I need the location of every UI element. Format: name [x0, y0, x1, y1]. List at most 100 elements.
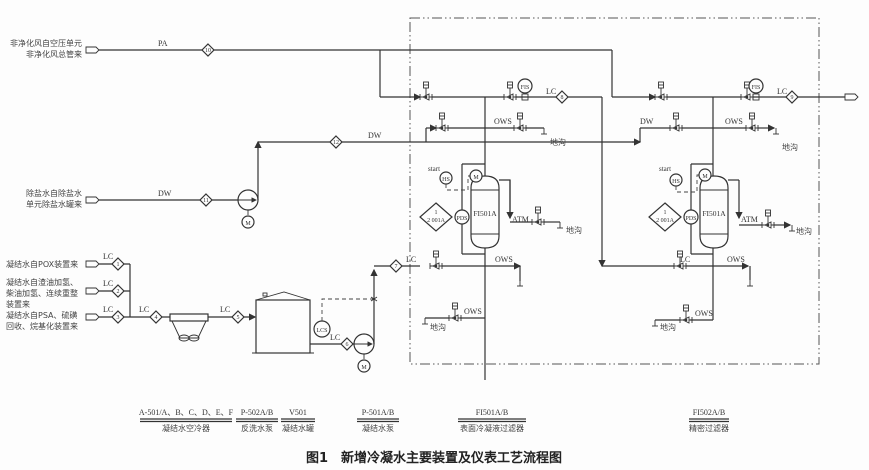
pds-tag-top-2: 1 [664, 210, 667, 216]
lc-label-6: LC [330, 333, 340, 342]
stream-number-9: 9 [791, 95, 794, 101]
legend-item-condensate-pump: P-501A/B 凝结水泵 [357, 408, 399, 433]
legend-name-4: 凝结水泵 [362, 423, 394, 433]
equipment-legend: A-501/A、B、C、D、E、F 凝结水空冷器 P-502A/B 反洗水泵 V… [139, 408, 729, 433]
valve-dw-2[interactable] [669, 112, 683, 132]
stream-marker-9 [785, 90, 799, 104]
lc-source-arrow-1 [85, 260, 100, 268]
valve-atm-1[interactable] [531, 206, 545, 226]
outlet-arrow [844, 93, 859, 101]
lc-label-s1: LC [103, 252, 113, 261]
lc-label-fi2: LC [777, 87, 787, 96]
valve-pa-2[interactable] [654, 81, 668, 101]
motor-2 [357, 359, 371, 373]
condensate-tank [252, 291, 314, 354]
fis-instrument-2 [748, 78, 764, 94]
motor-valve-label-2: M [702, 174, 708, 180]
legend-name-5: 表面冷凝液过滤器 [460, 423, 524, 433]
lc-label-fi2-bottom: LC [680, 255, 690, 264]
stream-marker-11 [199, 193, 213, 207]
drain-label-3: 地沟 [566, 225, 582, 235]
pds-tag-2 [648, 202, 682, 232]
stream-number-5: 5 [237, 315, 240, 321]
legend-tag-5: FI501A/B [476, 408, 508, 417]
drain-label-6: 地沟 [660, 322, 676, 332]
valve-atm-2[interactable] [761, 209, 775, 229]
ows-label-1a: OWS [494, 117, 512, 126]
dw-label-main: DW [158, 189, 172, 198]
pds-tag-bottom-2: 2 001A [656, 218, 675, 224]
motor-label-2: M [361, 365, 367, 371]
stream-marker-8 [555, 90, 569, 104]
motor-valve-2 [698, 168, 712, 182]
dw-source-line1: 除盐水自除盐水 [26, 188, 82, 198]
lc-source-2-line2: 柴油加氢、连续重整 [6, 288, 78, 298]
valve-ows-bottom-1[interactable] [448, 302, 462, 322]
pds-tag-bottom-1: 2 001A [427, 218, 446, 224]
ows-label-1b: OWS [495, 255, 513, 264]
legend-name-6: 精密过滤器 [689, 423, 729, 433]
air-cooler [169, 313, 209, 342]
pds-tag-1 [419, 202, 453, 232]
valve-lc-1[interactable] [429, 250, 443, 270]
motor-valve-1 [469, 169, 483, 183]
lc-source-arrow-3 [85, 313, 100, 321]
stream-marker-10 [201, 43, 215, 57]
dw-source-line2: 单元除盐水罐来 [26, 199, 82, 209]
start-label-2: start [659, 165, 671, 173]
stream-number-8: 8 [561, 95, 564, 101]
stream-number-3: 3 [117, 315, 120, 321]
stream-number-10: 10 [205, 48, 211, 54]
pds-instrument-1 [454, 209, 470, 225]
stream-number-2: 2 [117, 289, 120, 295]
lc-label-4: LC [139, 305, 149, 314]
lc-source-2-line1: 凝结水自渣油加氢、 [6, 277, 78, 287]
ows-label-2c: OWS [695, 309, 713, 318]
motor-label-1: M [245, 221, 251, 227]
lc-label-fi1: LC [546, 87, 556, 96]
filter-1-label: FI501A [473, 209, 497, 218]
pa-source-line1: 非净化风自空压单元 [10, 38, 82, 48]
motor-valve-label-1: M [473, 175, 479, 181]
legend-tag-3: V501 [289, 408, 307, 417]
ows-label-2a: OWS [725, 117, 743, 126]
legend-name-1: 凝结水空冷器 [162, 423, 210, 433]
valve-fis-1[interactable] [503, 81, 517, 101]
start-label-1: start [428, 165, 440, 173]
lc-label-5: LC [220, 305, 230, 314]
atm-label-1: ATM [512, 215, 529, 224]
legend-item-condensate-tank: V501 凝结水罐 [281, 408, 315, 433]
pa-source-arrow [85, 46, 100, 54]
stream-number-7: 7 [395, 264, 398, 270]
lc-source-arrow-2 [85, 287, 100, 295]
dw-label-upper: DW [368, 131, 382, 140]
legend-item-air-cooler: A-501/A、B、C、D、E、F 凝结水空冷器 [139, 408, 234, 433]
lc-source-1: 凝结水自POX装置来 [6, 259, 78, 269]
lc-source-3-line1: 凝结水自PSA、硫磺 [6, 310, 78, 320]
valve-pa-1[interactable] [419, 81, 433, 101]
stream-marker-4 [149, 310, 163, 324]
legend-tag-2: P-502A/B [241, 408, 273, 417]
legend-item-precision-filter: FI502A/B 精密过滤器 [689, 408, 729, 433]
legend-item-surface-filter: FI501A/B 表面冷凝液过滤器 [458, 408, 526, 433]
stream-number-4: 4 [155, 315, 158, 321]
valve-ows-2[interactable] [745, 112, 759, 132]
valve-dw-1[interactable] [435, 112, 449, 132]
stream-marker-3 [111, 310, 125, 324]
pds-tag-top-1: 1 [435, 210, 438, 216]
hs-label-1: HS [442, 177, 450, 183]
stream-number-1: 1 [117, 262, 120, 268]
stream-marker-1 [111, 257, 125, 271]
stream-marker-6 [340, 337, 354, 351]
valve-ows-bottom-2[interactable] [679, 304, 693, 324]
stream-number-6: 6 [346, 342, 349, 348]
lc-label-7: LC [406, 255, 416, 264]
stream-marker-7 [389, 259, 403, 273]
legend-name-3: 凝结水罐 [282, 423, 314, 433]
stream-marker-5 [231, 310, 245, 324]
drain-label-4: 地沟 [796, 226, 812, 236]
valve-ows-1[interactable] [513, 112, 527, 132]
drain-label-1: 地沟 [550, 137, 566, 147]
stream-marker-2 [111, 284, 125, 298]
